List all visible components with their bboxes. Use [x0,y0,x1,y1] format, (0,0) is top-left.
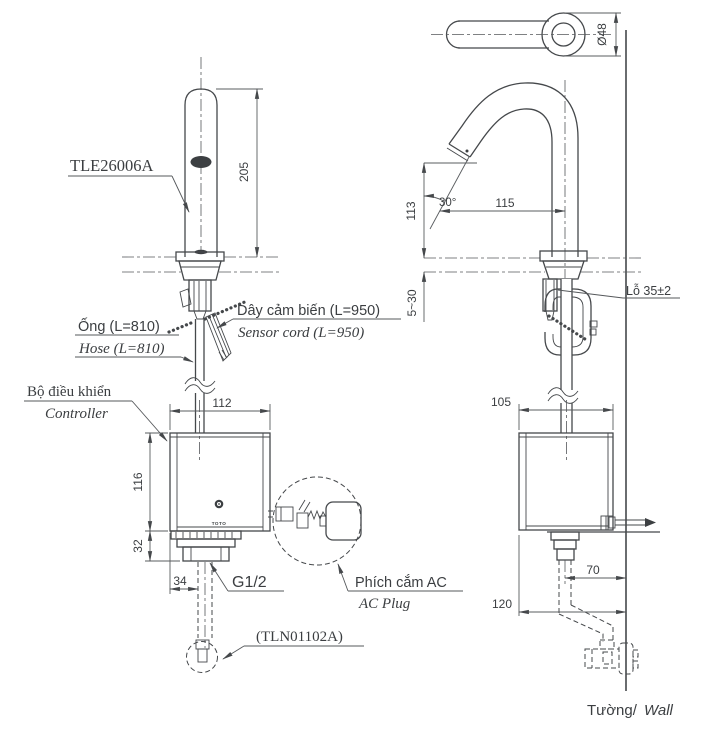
thread-size-label: G1/2 [232,574,267,591]
ac-plug-detail [268,476,362,566]
hole-label-group: Lỗ 35±2 [557,283,680,299]
front-counter-lines [122,256,281,273]
side-spout [446,80,579,278]
front-dimensions: 205 112 116 32 34 [131,88,271,594]
dim-outlet-angle: 30° [439,197,456,209]
controller-label-vi: Bộ điều khiển [27,384,112,400]
front-sensor-cord [167,299,249,362]
wall-label-group: Tường/ Wall [587,702,674,719]
side-counter-lines [424,257,643,273]
hose-label-en: Hose (L=810) [78,341,165,357]
hose-label-vi: Ống (L=810) [78,317,160,335]
dim-controller-depth: 105 [491,395,511,409]
sensor-window [190,156,212,168]
dim-pipe-to-wall: 70 [586,563,600,577]
dim-controller-wall-group: 120 [492,535,627,616]
dim-spout-diameter: Ø48 [595,23,609,46]
dim-deck-thickness: 5~30 [405,289,419,316]
ac-plug-label-vi: Phích cắm AC [355,574,447,591]
dim-pipe-wall-group: 70 [564,563,627,581]
screw-tip [645,518,656,527]
dim-diameter-group: Ø48 [565,12,621,57]
side-controller-box [518,432,614,531]
wall-label-en: Wall [644,702,674,719]
sensor-cord-label-en: Sensor cord (L=950) [238,325,364,341]
stop-valve-code-label: (TLN01102A) [256,629,343,645]
front-base-flange [175,251,225,281]
side-mounting [542,278,598,460]
front-hose [184,319,216,462]
controller-label-en: Controller [45,406,108,422]
dim-outlet-reach: 115 [495,196,514,210]
dim-controller-width: 112 [212,396,231,410]
side-plan-view [431,12,612,57]
ac-plug-label-en: AC Plug [358,596,411,612]
controller-logo: TOTO [212,521,227,526]
wall-valve [584,639,639,675]
dim-pipe-offset: 34 [173,574,187,588]
front-labels: TLE26006A Dây cảm biến (L=950) Sensor co… [24,156,463,660]
product-code-label: TLE26006A [70,156,153,175]
dim-spout-height: 205 [237,162,251,182]
side-height-dims: 113 5~30 [404,162,477,322]
dim-fitting-height: 32 [131,539,145,553]
wall-label-vi: Tường/ [587,702,638,719]
front-controller-box: TOTO [169,432,271,532]
dim-controller-to-wall: 120 [492,597,512,611]
front-view: TOTO [24,57,463,673]
front-stop-valve [186,639,218,673]
side-base-flange [539,250,588,280]
front-inlet-fitting [170,530,242,648]
dim-depth-group: 105 [491,395,614,430]
side-inlet-fitting [550,531,614,642]
dim-outlet-height: 113 [404,201,418,220]
shank-side-tab [179,288,192,308]
dim-controller-height: 116 [131,472,145,491]
front-shank [179,279,212,320]
hole-label: Lỗ 35±2 [626,283,671,298]
sensor-cord-label-vi: Dây cảm biến (L=950) [237,303,380,319]
side-view: Ø48 [404,12,680,719]
side-reach-dims: 30° 115 [423,156,566,230]
